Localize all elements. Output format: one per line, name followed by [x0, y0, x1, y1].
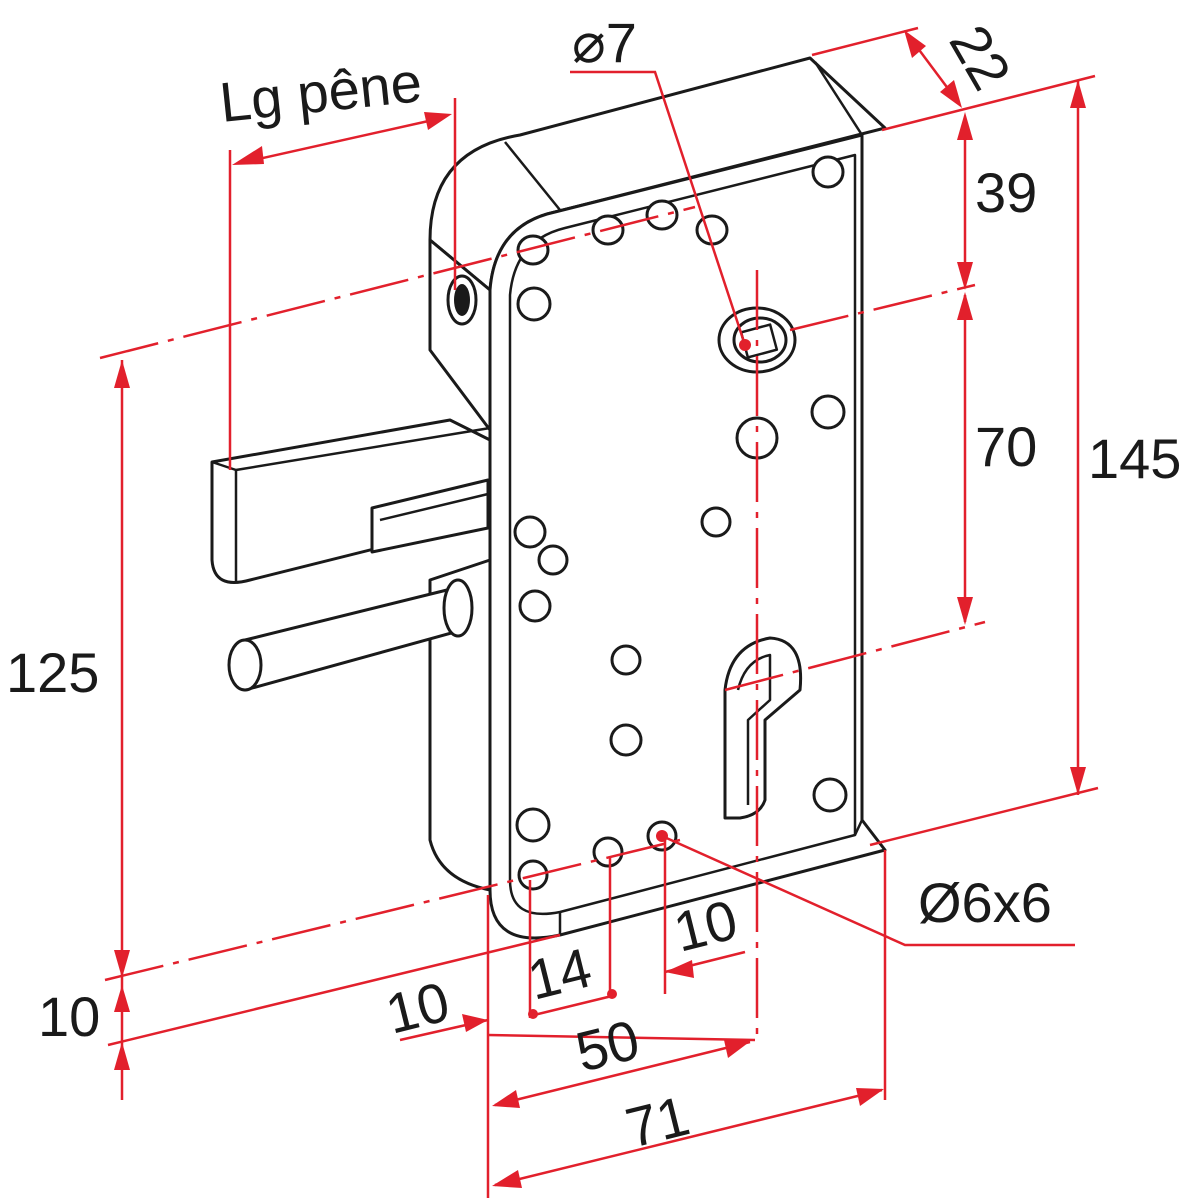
total-height-ext-bottom	[869, 786, 1099, 847]
mount-hole	[537, 544, 569, 576]
bolt-length-line	[244, 116, 443, 164]
hole-spacing-label: 14	[522, 935, 598, 1011]
backset-label: 50	[570, 1007, 646, 1083]
arrow	[957, 292, 973, 320]
top-to-spindle-label: 39	[975, 161, 1037, 224]
arrow	[114, 985, 130, 1012]
depth-ext-left	[811, 26, 919, 57]
arrow	[114, 950, 130, 978]
dot	[656, 830, 668, 842]
pin-collar	[442, 578, 474, 638]
fixing-holes-leader	[661, 834, 1075, 947]
depth-ext-right	[881, 74, 1096, 132]
fixing-holes-label: Ø6x6	[918, 871, 1052, 934]
bolt-length-label: Lg pêne	[217, 50, 425, 134]
spindle-leader	[570, 70, 747, 346]
mount-hole	[516, 286, 552, 322]
mount-hole	[516, 234, 550, 266]
arrow	[1070, 767, 1086, 795]
lock-case-edge-right	[813, 61, 864, 136]
spindle-hole-label: ⌀7	[572, 11, 637, 74]
arrow	[724, 1040, 752, 1058]
bolt-body	[210, 418, 492, 584]
total-width-label: 71	[620, 1083, 696, 1159]
bottom-ext-line	[107, 933, 561, 1047]
arrow	[904, 30, 926, 58]
bottom-axis-line	[104, 838, 681, 982]
arrow	[1070, 80, 1086, 108]
arrow	[957, 262, 973, 290]
hole-offset-left-label: 10	[380, 969, 456, 1045]
cylinder-cutout	[723, 636, 803, 820]
lock-side-face	[428, 238, 492, 892]
arrow	[232, 146, 264, 165]
arrow	[492, 1090, 520, 1108]
bolt-top-edge	[235, 426, 491, 472]
arrow	[462, 1014, 488, 1032]
fixing-hole	[592, 836, 624, 868]
arrow	[492, 1170, 522, 1188]
side-hole-inner	[454, 284, 470, 316]
lock-front-plate	[488, 133, 887, 940]
arrow	[856, 1088, 884, 1106]
arrow	[957, 112, 973, 140]
dot	[607, 989, 617, 999]
lock-case-edge	[504, 141, 561, 211]
top-axis-line	[99, 205, 696, 360]
mount-hole	[811, 155, 845, 189]
bolt-slot	[370, 478, 490, 554]
labels: Lg pêne ⌀7 22 39 70 145 125 10 10 14 10 …	[6, 11, 1181, 1160]
hole-spacing-line	[529, 994, 613, 1018]
mount-hole	[695, 214, 729, 246]
lock-plate-bottom-edge-right	[853, 819, 864, 836]
bottom-offset-label: 10	[38, 985, 100, 1048]
mount-hole	[518, 589, 552, 623]
dot	[739, 339, 751, 351]
backset-line	[487, 1033, 756, 1042]
mount-hole	[810, 394, 846, 430]
mount-hole	[645, 199, 679, 231]
dot	[528, 1009, 538, 1019]
arrow	[114, 360, 130, 388]
mount-hole	[515, 807, 551, 843]
total-height-label: 145	[1088, 427, 1181, 490]
bolt-slot-inner	[379, 492, 489, 522]
arrow	[957, 597, 973, 625]
pin-tip	[227, 638, 263, 692]
mount-hole	[610, 644, 642, 676]
screw	[513, 515, 547, 549]
arrow	[940, 80, 962, 108]
arrow	[114, 1042, 130, 1070]
spindle-to-cylinder-label: 70	[975, 415, 1037, 478]
dimensions	[99, 26, 1099, 1198]
spindle-axis-line	[789, 283, 976, 332]
mount-hole	[812, 777, 848, 813]
cylinder-axis-line	[724, 620, 986, 692]
latch-bolt	[210, 418, 492, 584]
screw	[700, 506, 732, 538]
arrow	[424, 112, 452, 130]
hole-spacing-right-label: 10	[668, 887, 744, 963]
arrow	[665, 960, 694, 978]
axis-height-label: 125	[6, 641, 99, 704]
screw	[609, 723, 643, 757]
backset-line-main	[494, 1040, 751, 1107]
width-line	[494, 1088, 883, 1187]
pin	[227, 578, 474, 692]
